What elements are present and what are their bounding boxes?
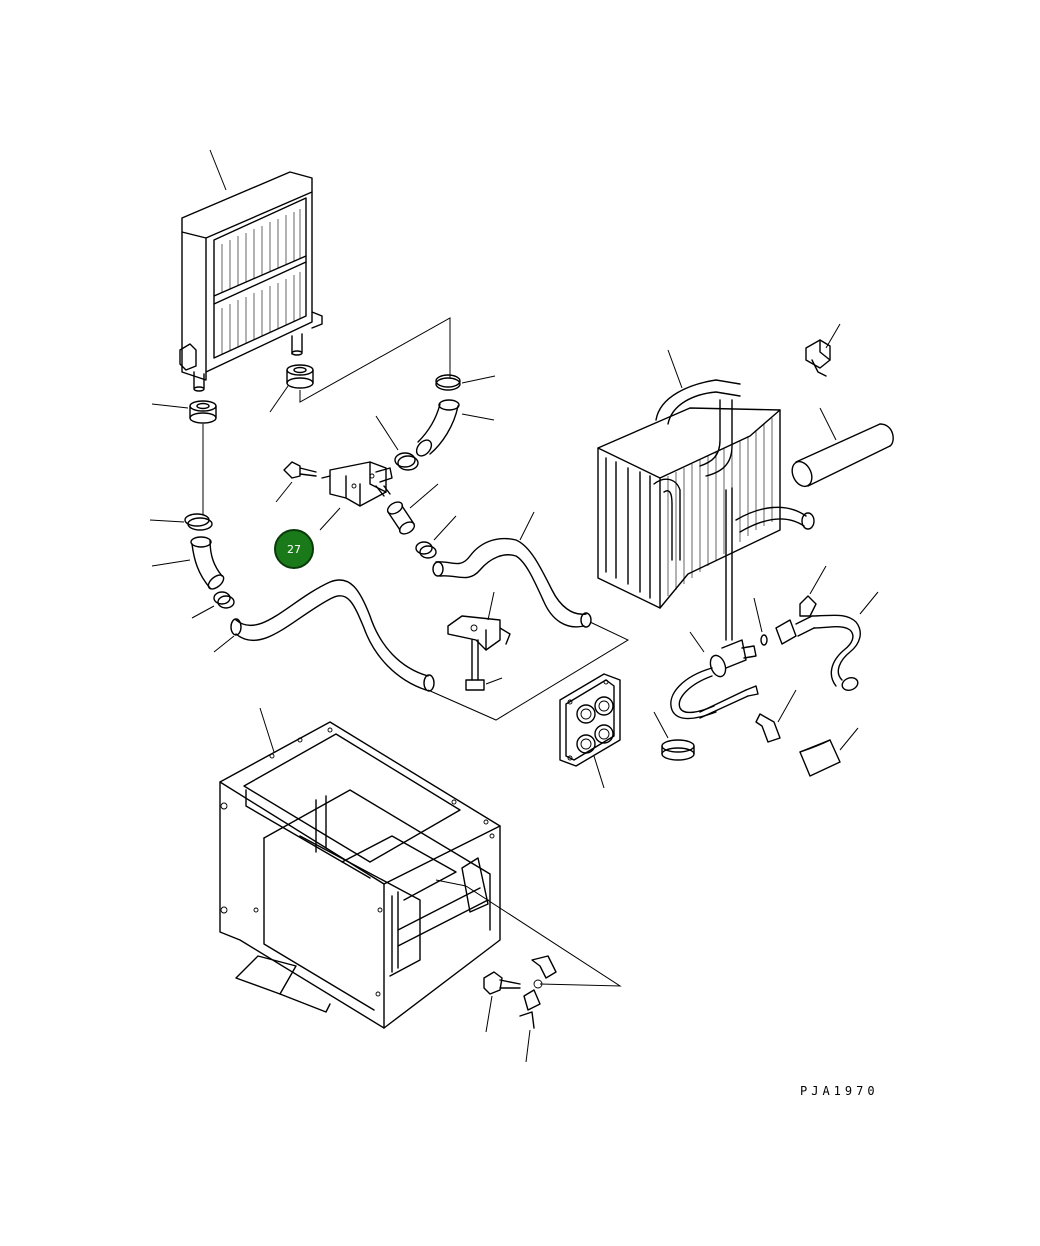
- valve-bracket: [319, 461, 393, 531]
- heater-case: [219, 707, 622, 1029]
- insulation-sleeve: [799, 727, 859, 777]
- receiver-pipe: [775, 565, 879, 691]
- harness-clip: [519, 955, 557, 1063]
- heater-hose-long-left: [213, 579, 435, 692]
- hose-clamp-small: [415, 515, 457, 559]
- o-ring: [753, 597, 768, 646]
- insulation-tube: [791, 407, 894, 488]
- heater-core: [179, 149, 323, 392]
- grommet-right: [269, 317, 451, 413]
- callout-label-27: 27: [287, 543, 301, 556]
- expansion-valve: [670, 631, 759, 720]
- hose-clamp-mid: [375, 415, 419, 471]
- heater-hose-short: [386, 483, 439, 535]
- sensor-connector: [805, 323, 841, 377]
- hose-clamp-top: [435, 374, 496, 391]
- bolt-case: [483, 971, 521, 1033]
- pipe-bracket: [447, 591, 511, 651]
- bolt-bracket: [465, 639, 503, 691]
- callout-badge-27[interactable]: 27: [274, 529, 314, 569]
- grommet-plate: [559, 673, 621, 789]
- pipe-clamp-small: [755, 689, 797, 743]
- elbow-hose-left: [151, 536, 225, 590]
- hose-clamp-left: [149, 513, 213, 531]
- grommet-left: [151, 400, 217, 515]
- bolt-left: [275, 461, 317, 503]
- heater-hose-long-right: [432, 511, 592, 628]
- drawing-id: PJA1970: [800, 1084, 879, 1098]
- evaporator-core: [597, 349, 815, 641]
- pipe-clamp-band: [653, 711, 695, 761]
- elbow-hose-top: [415, 399, 495, 457]
- hose-clamp-lower-left: [191, 591, 235, 619]
